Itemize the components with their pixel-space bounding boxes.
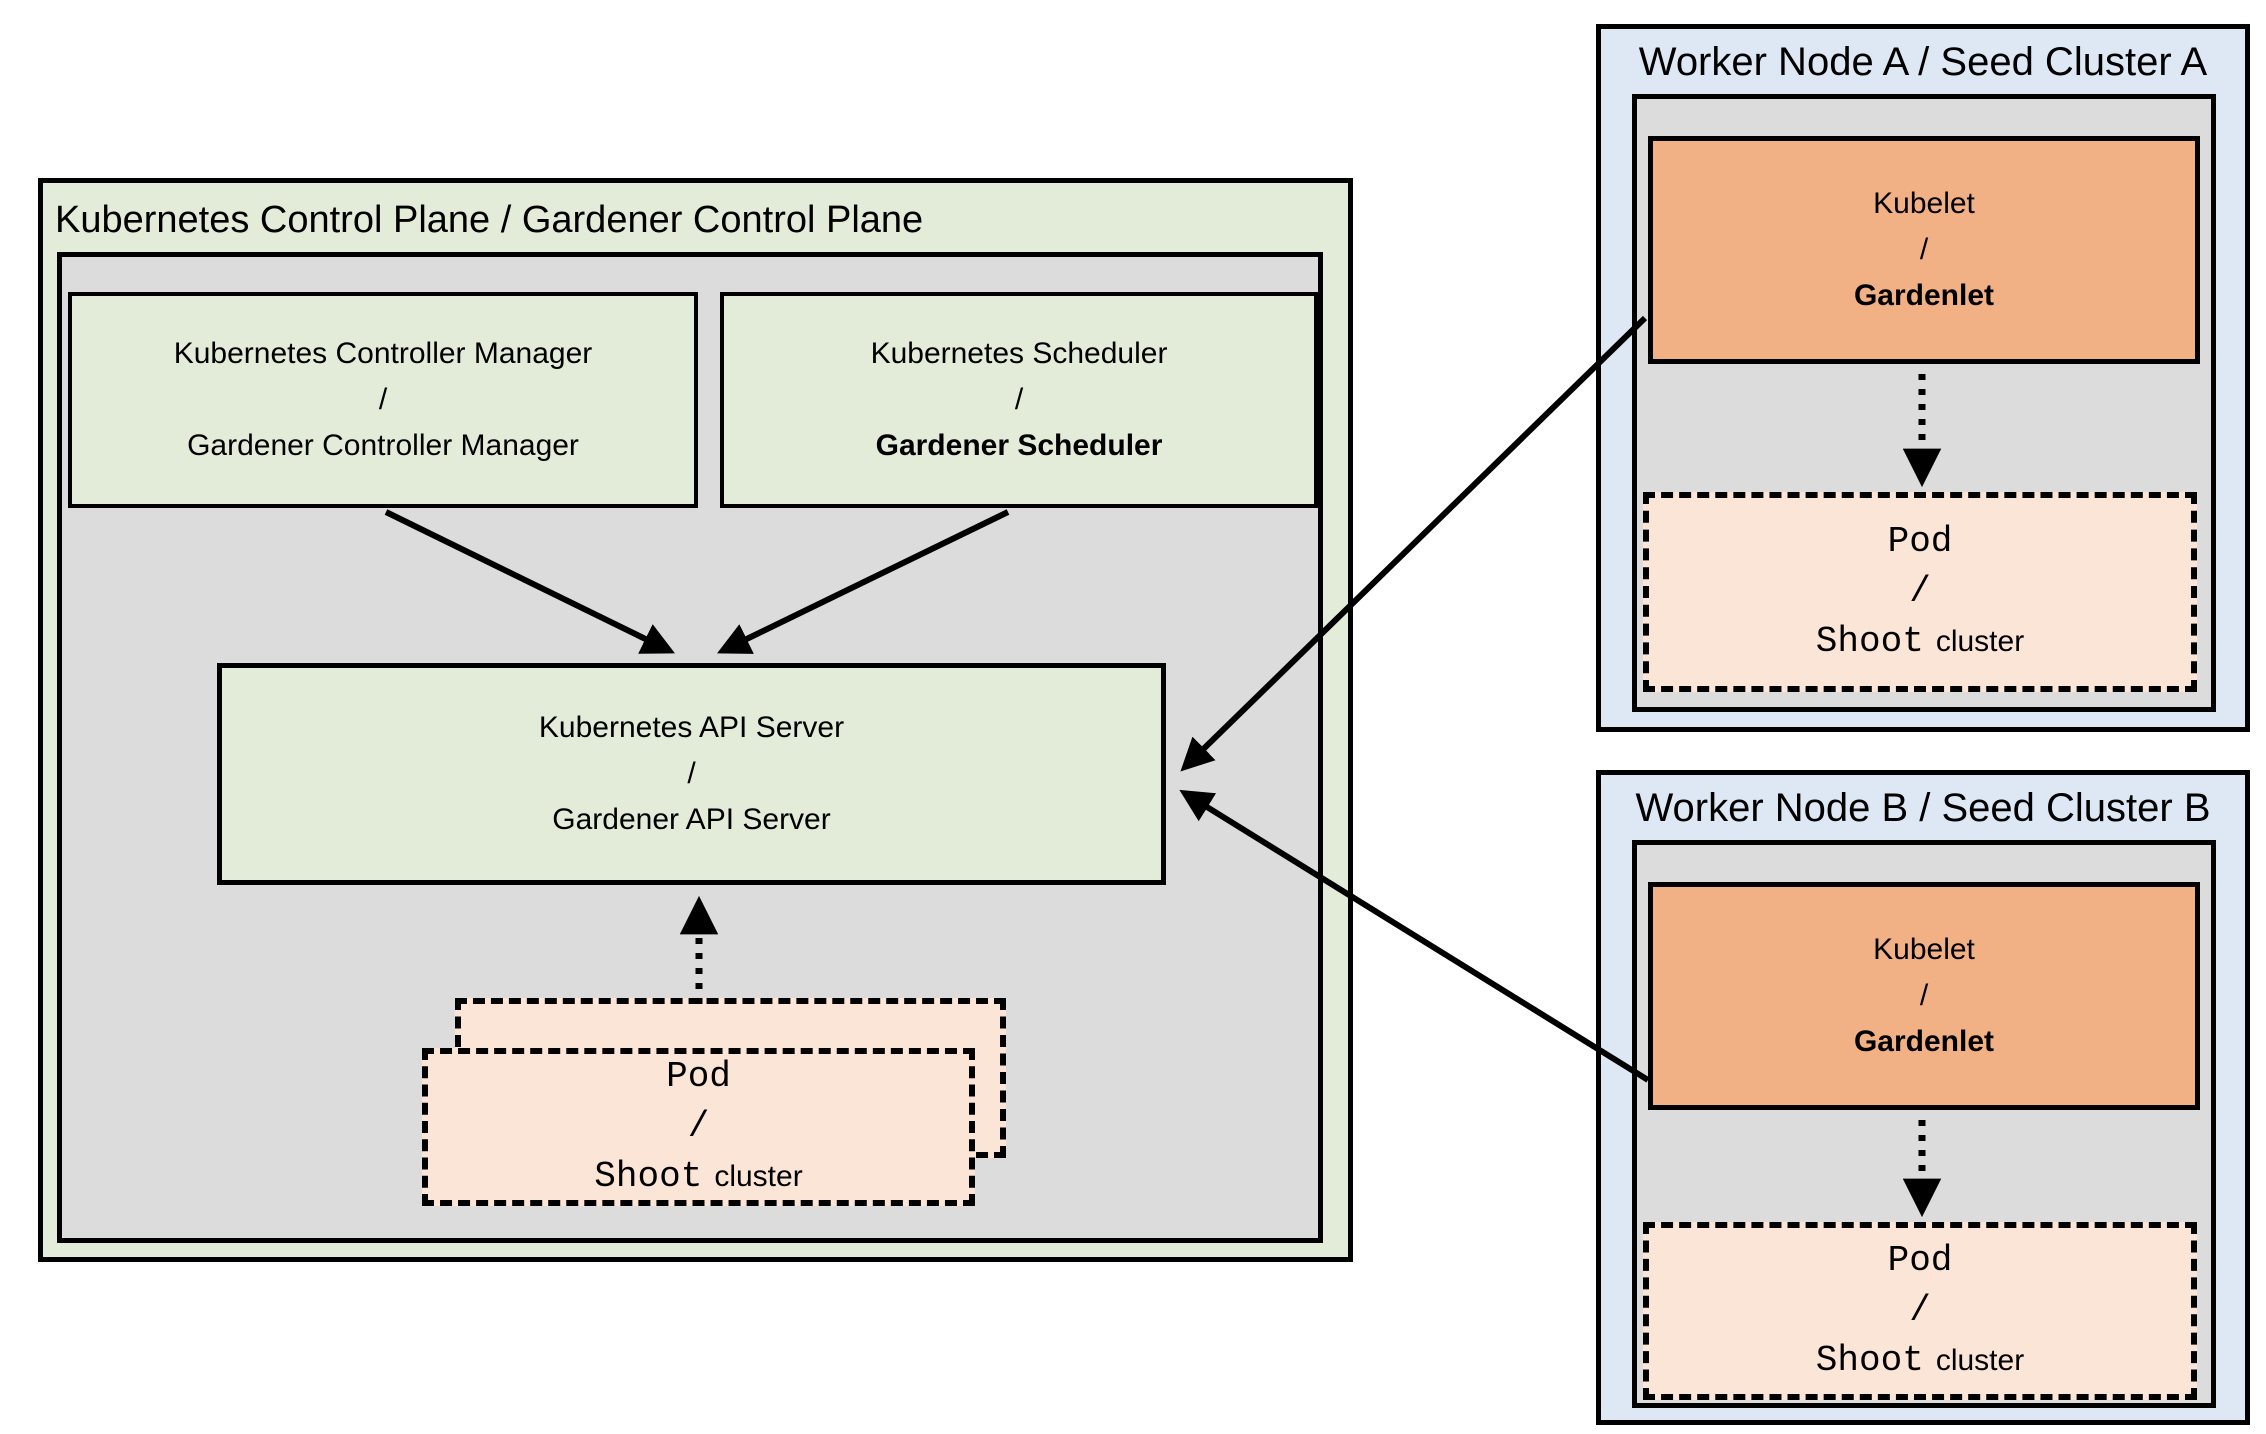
controller-manager-slash: / bbox=[378, 383, 388, 416]
pod-line1: Pod bbox=[666, 1056, 731, 1097]
kubelet-b-slash: / bbox=[1919, 979, 1929, 1012]
worker-node-b-title: Worker Node B / Seed Cluster B bbox=[1635, 786, 2211, 830]
controller-manager-box: Kubernetes Controller Manager / Gardener… bbox=[68, 292, 698, 508]
pod-cluster-word: cluster bbox=[714, 1160, 803, 1193]
pod-b-cluster-word: cluster bbox=[1935, 1344, 2025, 1377]
pod-a-slash: / bbox=[1909, 571, 1931, 612]
controller-manager-line1: Kubernetes Controller Manager bbox=[173, 337, 593, 370]
kubelet-gardenlet-b-box: Kubelet / Gardenlet bbox=[1648, 882, 2200, 1110]
pod-b-shoot-word: Shoot bbox=[1815, 1340, 1924, 1381]
pod-b-line2: Shoot cluster bbox=[1816, 1336, 2024, 1386]
pod-b-slash: / bbox=[1909, 1290, 1931, 1331]
kubelet-a-slash: / bbox=[1919, 233, 1929, 266]
controller-manager-line2: Gardener Controller Manager bbox=[187, 429, 579, 462]
scheduler-line1: Kubernetes Scheduler bbox=[870, 337, 1168, 370]
scheduler-slash: / bbox=[1014, 383, 1024, 416]
pod-a-line2: Shoot cluster bbox=[1816, 617, 2024, 667]
scheduler-line2: Gardener Scheduler bbox=[875, 429, 1163, 462]
kubelet-a-line1: Kubelet bbox=[1873, 187, 1975, 220]
pod-shoot-cluster-b-box: Pod / Shoot cluster bbox=[1643, 1222, 2197, 1400]
pod-slash: / bbox=[687, 1106, 710, 1147]
api-server-line2: Gardener API Server bbox=[552, 803, 831, 836]
pod-a-cluster-word: cluster bbox=[1935, 625, 2025, 658]
worker-node-a-title: Worker Node A / Seed Cluster A bbox=[1638, 40, 2208, 84]
pod-a-line1: Pod bbox=[1887, 521, 1953, 562]
pod-a-shoot-word: Shoot bbox=[1815, 621, 1924, 662]
api-server-slash: / bbox=[687, 757, 696, 790]
control-plane-title: Kubernetes Control Plane / Gardener Cont… bbox=[55, 199, 924, 241]
kubelet-b-line2: Gardenlet bbox=[1853, 1025, 1995, 1058]
pod-shoot-cluster-box: Pod / Shoot cluster bbox=[422, 1048, 975, 1206]
scheduler-box: Kubernetes Scheduler / Gardener Schedule… bbox=[720, 292, 1318, 508]
pod-b-line1: Pod bbox=[1887, 1240, 1953, 1281]
pod-shoot-word: Shoot bbox=[594, 1156, 703, 1197]
api-server-line1: Kubernetes API Server bbox=[538, 711, 845, 744]
pod-shoot-cluster-a-box: Pod / Shoot cluster bbox=[1643, 492, 2197, 692]
pod-line2: Shoot cluster bbox=[594, 1152, 802, 1202]
kubelet-a-line2: Gardenlet bbox=[1853, 279, 1995, 312]
kubelet-gardenlet-a-box: Kubelet / Gardenlet bbox=[1648, 136, 2200, 364]
kubelet-b-line1: Kubelet bbox=[1873, 933, 1975, 966]
api-server-box: Kubernetes API Server / Gardener API Ser… bbox=[217, 663, 1166, 885]
